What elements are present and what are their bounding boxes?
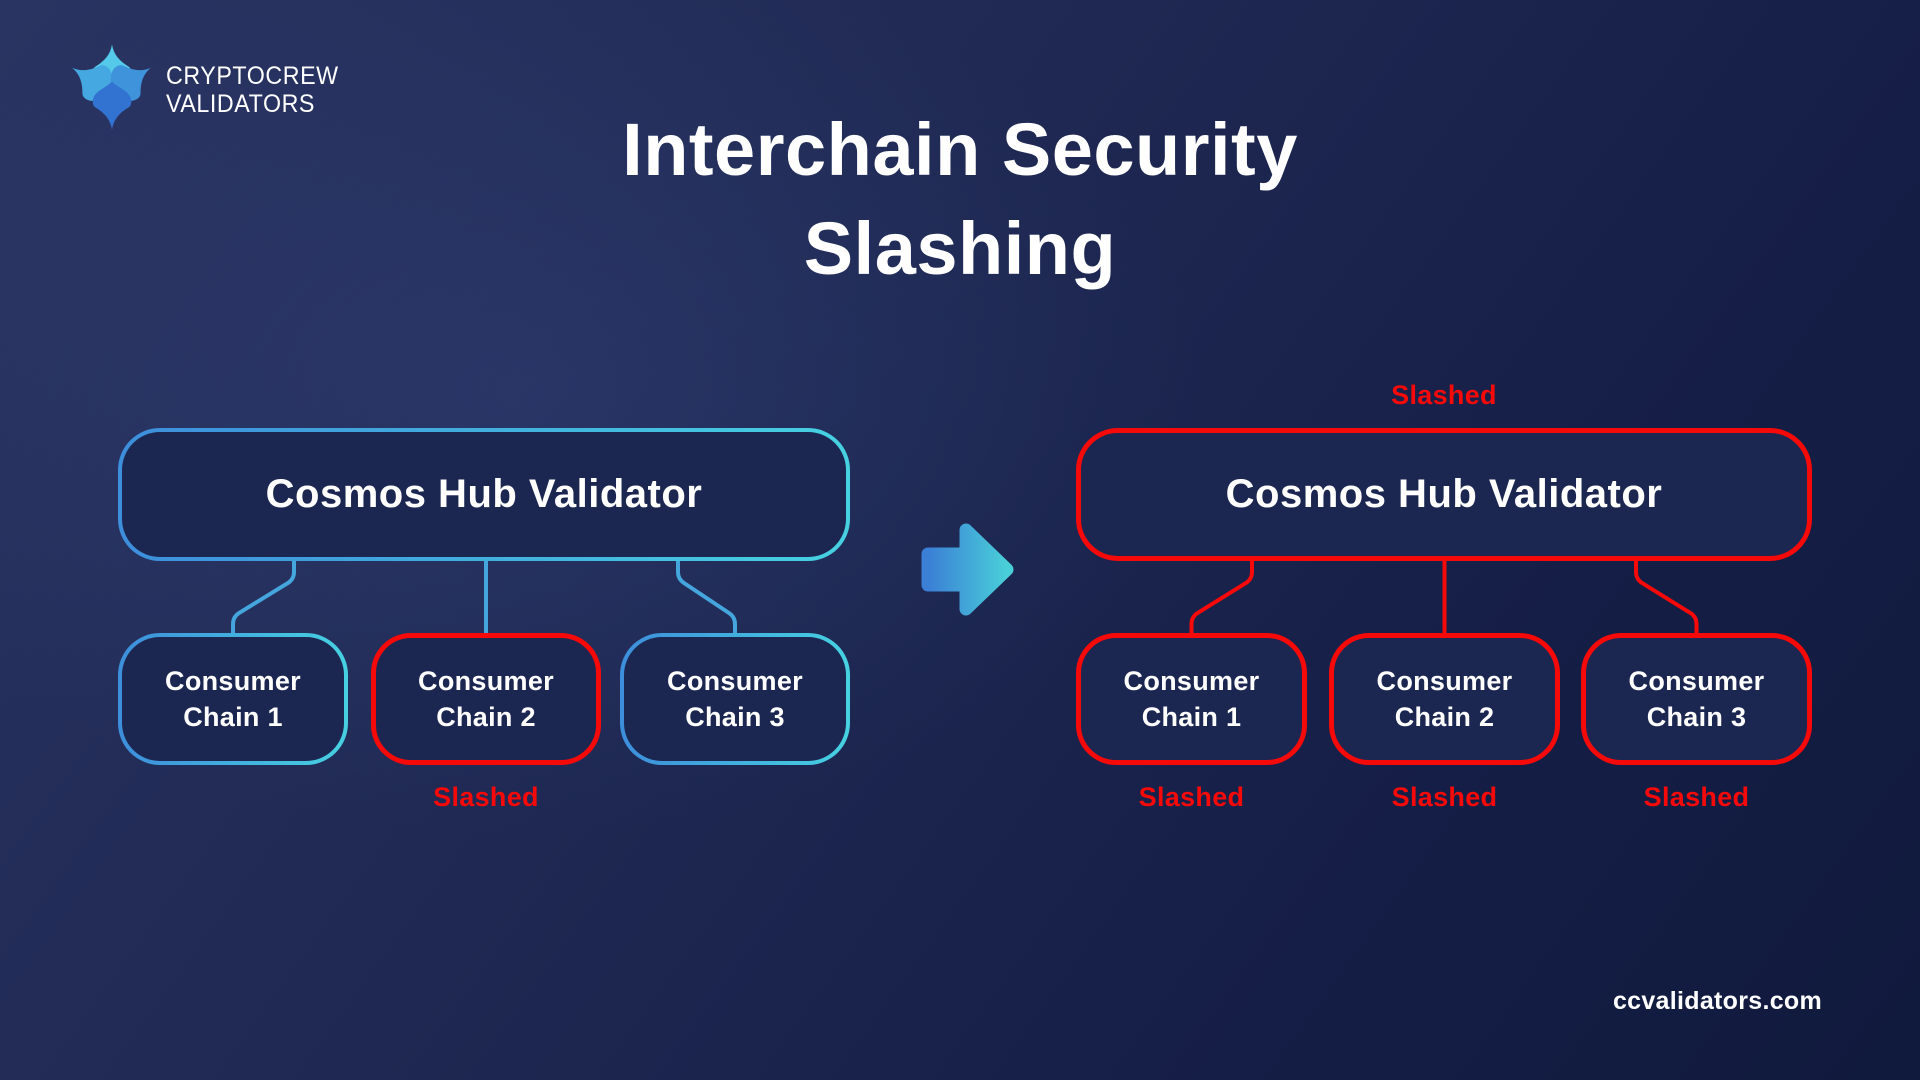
right-chain3-line2: Chain 3: [1646, 702, 1747, 732]
left-chain3-line1: Consumer: [667, 666, 803, 696]
right-chain1-slashed-badge: Slashed: [1138, 782, 1245, 812]
logo-petal-bottom: [92, 81, 132, 130]
right-chain2-slashed-badge: Slashed: [1391, 782, 1498, 812]
left-chain1-line2: Chain 1: [183, 702, 283, 732]
left-chain1-line1: Consumer: [165, 666, 301, 696]
logo-wordmark-line1: CRYPTOCREW: [166, 62, 339, 90]
right-connector-chain3: [1634, 558, 1699, 637]
left-chain2-line2: Chain 2: [436, 702, 536, 732]
logo-wordmark-line2: VALIDATORS: [166, 90, 316, 118]
footer-website-url: ccvalidators.com: [1612, 987, 1822, 1015]
right-chain1-line1: Consumer: [1123, 666, 1260, 696]
left-consumer-chain-3-box: Consumer Chain 3: [620, 633, 850, 765]
cryptocrew-logo-icon: [72, 44, 151, 130]
right-chain2-line2: Chain 2: [1394, 702, 1495, 732]
right-validator-box: Cosmos Hub Validator: [1076, 428, 1812, 561]
left-connector-chain1: [231, 558, 296, 637]
left-chain2-slashed-badge: Slashed: [433, 782, 539, 812]
left-connector-chain3: [676, 558, 737, 637]
left-consumer-chain-2-box: Consumer Chain 2: [371, 633, 601, 765]
right-chain2-line1: Consumer: [1376, 666, 1513, 696]
page-title-line1: Interchain Security: [622, 108, 1298, 191]
right-connector-chain1: [1189, 558, 1254, 637]
right-consumer-chain-3-box: Consumer Chain 3: [1581, 633, 1812, 765]
right-arrow-icon: [921, 523, 1014, 616]
left-validator-box: Cosmos Hub Validator: [118, 428, 850, 561]
page-title-line2: Slashing: [803, 207, 1117, 290]
right-chain3-slashed-badge: Slashed: [1643, 782, 1750, 812]
right-chain1-line2: Chain 1: [1141, 702, 1242, 732]
right-chain3-line1: Consumer: [1628, 666, 1765, 696]
logo-wordmark: CRYPTOCREW VALIDATORS: [166, 62, 339, 118]
left-consumer-chain-1-box: Consumer Chain 1: [118, 633, 348, 765]
page-title: Interchain Security Slashing: [0, 100, 1920, 298]
right-validator-slashed-badge: Slashed: [1391, 380, 1497, 410]
left-chain3-line2: Chain 3: [685, 702, 785, 732]
left-chain2-line1: Consumer: [418, 666, 554, 696]
right-consumer-chain-2-box: Consumer Chain 2: [1329, 633, 1560, 765]
right-validator-label: Cosmos Hub Validator: [1225, 472, 1663, 516]
left-validator-label: Cosmos Hub Validator: [265, 472, 703, 516]
right-consumer-chain-1-box: Consumer Chain 1: [1076, 633, 1307, 765]
